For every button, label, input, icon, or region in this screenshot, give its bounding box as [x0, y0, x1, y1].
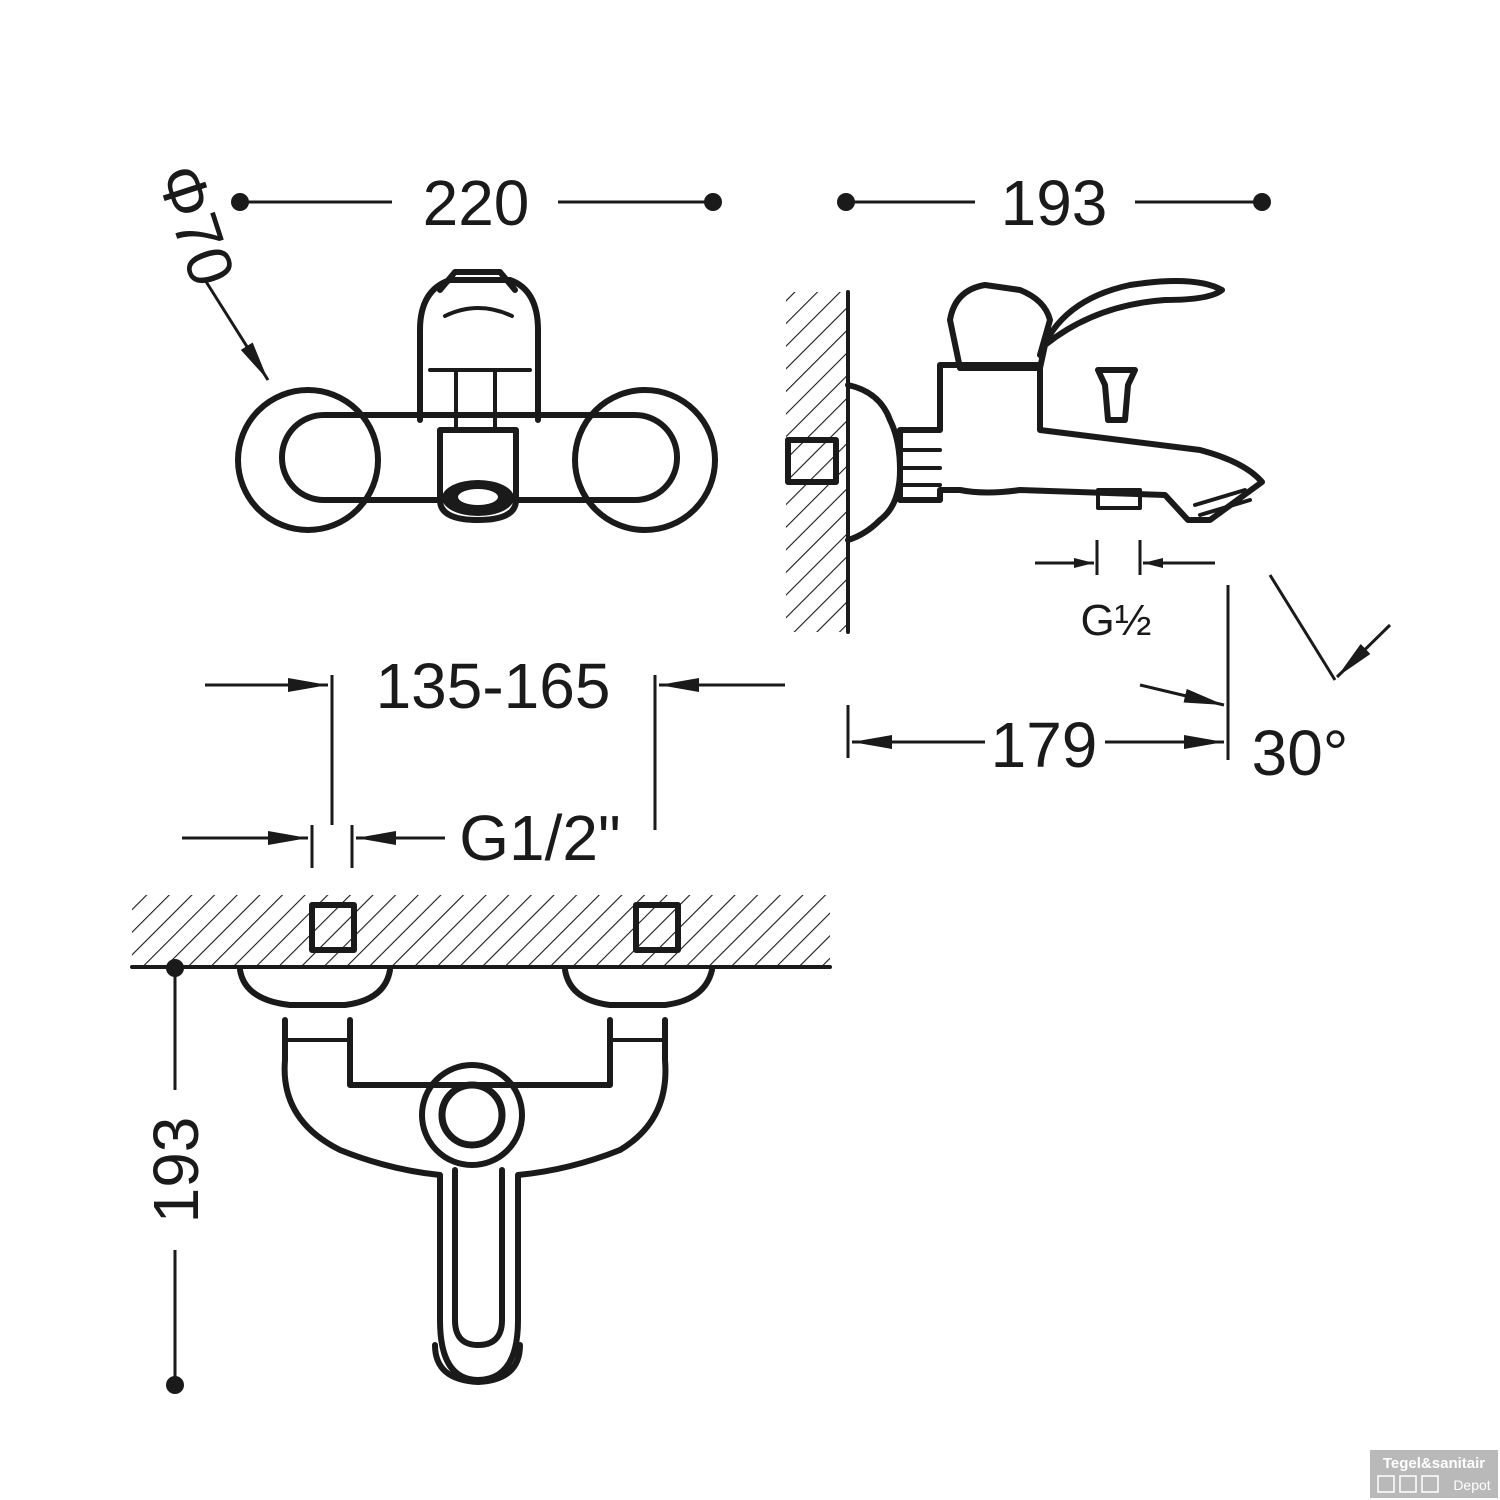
front-width-label: 220: [423, 167, 530, 239]
side-view: 193 G½: [785, 167, 1392, 789]
dimension-side-depth: 193: [837, 167, 1271, 239]
dimension-inlet-thread: G1/2": [182, 802, 621, 874]
wall-hatch-top: [130, 895, 832, 969]
top-view: 135-165 G1/2": [130, 650, 832, 1394]
watermark-logo: Tegel&sanitair Depot: [1370, 1450, 1498, 1498]
dimension-spout-reach: 179: [846, 585, 1230, 781]
spout-reach-label: 179: [991, 709, 1098, 781]
inlet-thread-label: G1/2": [459, 802, 620, 874]
watermark-line1: Tegel&sanitair: [1383, 1455, 1485, 1472]
dimension-diameter: Φ70: [143, 156, 270, 381]
front-view: 220 Φ70: [143, 156, 722, 533]
dimension-top-height: 193: [140, 959, 212, 1394]
outlet-thread-label: G½: [1081, 596, 1152, 645]
top-height-label: 193: [140, 1117, 212, 1224]
wall-hatch-side: [786, 290, 850, 634]
watermark-line2: Depot: [1453, 1477, 1490, 1493]
dimension-front-width: 220: [231, 167, 722, 239]
dimension-inlet-centres: 135-165: [205, 650, 785, 830]
diameter-label: Φ70: [143, 156, 249, 295]
inlet-centres-label: 135-165: [376, 650, 611, 722]
dimension-outlet-thread: G½: [1035, 540, 1215, 645]
dimension-spout-angle: 30°: [1139, 574, 1392, 789]
spout-angle-label: 30°: [1252, 717, 1349, 789]
side-depth-label: 193: [1001, 167, 1108, 239]
